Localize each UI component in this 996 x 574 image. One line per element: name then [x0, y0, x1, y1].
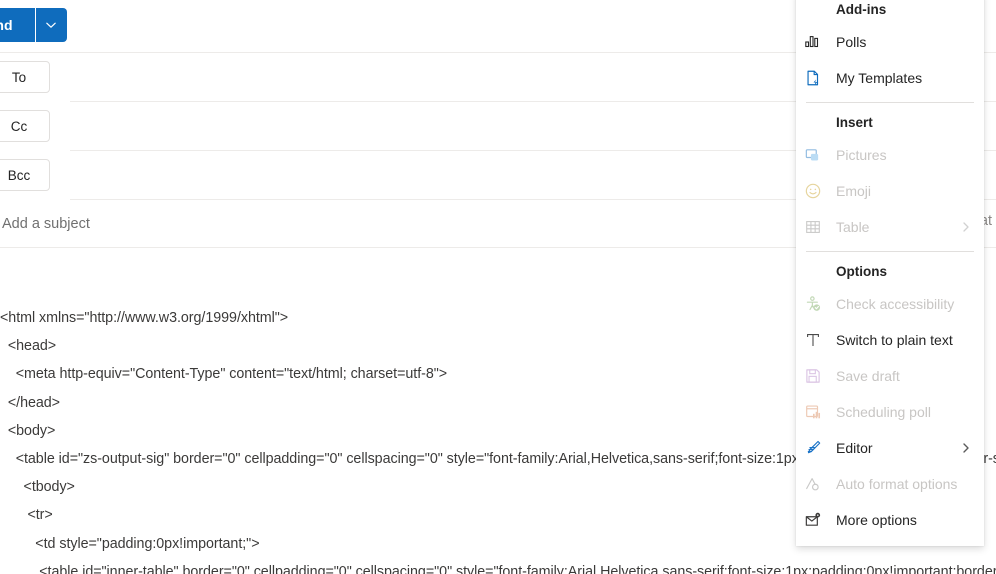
- accessibility-icon: [804, 294, 836, 314]
- menu-item-editor[interactable]: Editor: [796, 430, 984, 466]
- menu-section-header-insert: Insert: [836, 115, 873, 130]
- send-options-button[interactable]: [34, 8, 67, 42]
- chevron-right-icon: [961, 221, 971, 233]
- message-body-text[interactable]: <html xmlns="http://www.w3.org/1999/xhtm…: [0, 310, 996, 574]
- subject-divider: [0, 247, 996, 248]
- plain-text-icon: [804, 330, 836, 350]
- menu-item-table: Table: [796, 209, 984, 245]
- menu-item-label: Emoji: [836, 183, 872, 199]
- menu-item-label: Editor: [836, 440, 873, 456]
- menu-item-more-options[interactable]: More options: [796, 502, 984, 538]
- menu-item-label: Switch to plain text: [836, 332, 953, 348]
- menu-item-scheduling-poll: Scheduling poll: [796, 394, 984, 430]
- chevron-down-icon: [45, 19, 57, 31]
- auto-format-icon: [804, 474, 836, 494]
- cc-divider: [70, 150, 996, 151]
- menu-item-label: Auto format options: [836, 476, 958, 492]
- menu-divider-2: [806, 251, 974, 252]
- menu-item-label: Check accessibility: [836, 296, 955, 312]
- menu-item-pictures: Pictures: [796, 137, 984, 173]
- menu-item-emoji: Emoji: [796, 173, 984, 209]
- cc-field-button[interactable]: Cc: [0, 110, 50, 142]
- menu-section-header-options: Options: [836, 264, 887, 279]
- send-button-group: Send: [0, 8, 67, 42]
- menu-item-check-accessibility: Check accessibility: [796, 286, 984, 322]
- toolbar-divider: [0, 52, 996, 53]
- pictures-icon: [804, 145, 836, 165]
- menu-item-label: Polls: [836, 34, 867, 50]
- save-icon: [804, 366, 836, 386]
- menu-item-switch-to-plain-text[interactable]: Switch to plain text: [796, 322, 984, 358]
- to-field-button[interactable]: To: [0, 61, 50, 93]
- clipped-background-text: at: [980, 213, 992, 229]
- menu-divider-1: [806, 102, 974, 103]
- menu-item-label: Save draft: [836, 368, 900, 384]
- send-toolbar: Send: [0, 0, 996, 52]
- bcc-divider: [70, 199, 996, 200]
- more-options-flyout-menu: Add-ins Polls My Templates Insert: [796, 0, 984, 546]
- emoji-icon: [804, 181, 836, 201]
- more-options-icon: [804, 510, 836, 530]
- editor-pen-icon: [804, 438, 836, 458]
- chevron-right-icon: [961, 442, 971, 454]
- scheduling-poll-icon: [804, 402, 836, 422]
- bcc-field-button[interactable]: Bcc: [0, 159, 50, 191]
- table-icon: [804, 217, 836, 237]
- my-templates-icon: [804, 68, 836, 88]
- menu-item-label: Scheduling poll: [836, 404, 931, 420]
- menu-item-save-draft: Save draft: [796, 358, 984, 394]
- menu-section-header-add-ins: Add-ins: [836, 2, 887, 17]
- menu-item-my-templates[interactable]: My Templates: [796, 60, 984, 96]
- to-divider: [70, 101, 996, 102]
- menu-item-polls[interactable]: Polls: [796, 24, 984, 60]
- poll-bar-chart-icon: [804, 32, 836, 52]
- menu-item-label: Pictures: [836, 147, 887, 163]
- send-button[interactable]: Send: [0, 8, 35, 42]
- menu-item-auto-format-options: Auto format options: [796, 466, 984, 502]
- menu-item-label: My Templates: [836, 70, 923, 86]
- menu-item-label: More options: [836, 512, 917, 528]
- menu-item-label: Table: [836, 219, 870, 235]
